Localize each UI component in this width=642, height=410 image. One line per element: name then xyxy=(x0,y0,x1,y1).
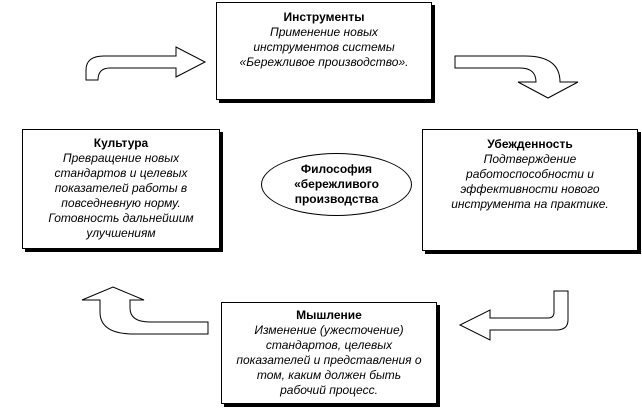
box-conviction: Убежденность Подтверждение работоспособн… xyxy=(422,129,638,251)
arrow-conviction-to-thinking xyxy=(458,290,569,341)
box-tools-title: Инструменты xyxy=(283,10,365,24)
philosophy-ellipse: Философия «бережливого производства xyxy=(261,153,412,216)
box-culture: Культура Превращение новых стандартов и … xyxy=(22,129,220,249)
arrow-tools-to-conviction xyxy=(454,55,579,99)
box-thinking: Мышление Изменение (ужесточение) стандар… xyxy=(221,302,437,404)
box-thinking-title: Мышление xyxy=(296,308,362,322)
box-conviction-body: Подтверждение работоспособности и эффект… xyxy=(451,152,609,211)
box-conviction-title: Убежденность xyxy=(487,137,573,151)
box-culture-body: Превращение новых стандартов и целевых п… xyxy=(48,151,194,240)
box-tools: Инструменты Применение новых инструменто… xyxy=(216,2,432,100)
arrow-thinking-to-culture xyxy=(81,286,209,335)
box-thinking-body: Изменение (ужесточение) стандартов, целе… xyxy=(236,323,422,397)
box-culture-title: Культура xyxy=(93,136,149,150)
arrow-culture-to-tools xyxy=(85,46,207,81)
box-tools-body: Применение новых инструментов системы «Б… xyxy=(239,25,409,69)
